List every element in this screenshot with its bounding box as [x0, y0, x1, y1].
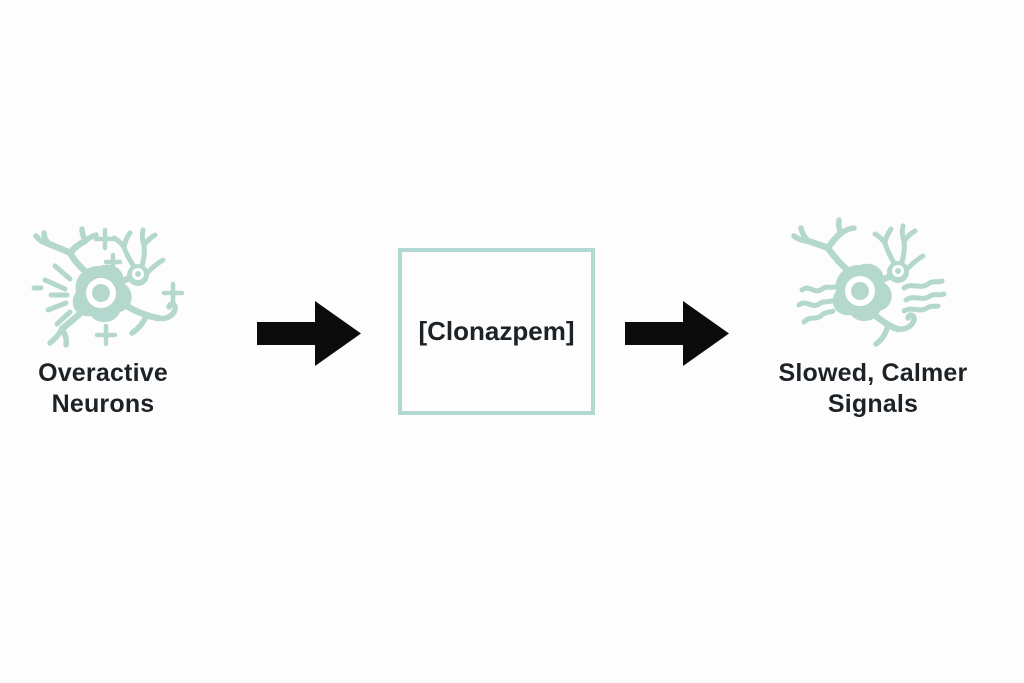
label-line: Overactive [38, 359, 168, 387]
right-arrow-icon [625, 301, 729, 366]
right-arrow-icon [257, 301, 361, 366]
overactive-neuron-icon [31, 226, 185, 348]
label-line: Neurons [51, 390, 155, 418]
plus-signs [93, 227, 185, 347]
label-line: Signals [827, 390, 919, 418]
label-line: Slowed, Calmer [778, 359, 968, 387]
overactive-neurons-label: Overactive Neurons [5, 358, 201, 420]
clonazepam-box: [Clonazpem] [398, 248, 595, 415]
calm-signals-label: Slowed, Calmer Signals [773, 358, 973, 420]
clonazepam-box-label: [Clonazpem] [418, 316, 575, 346]
calm-neuron-icon [791, 217, 947, 347]
